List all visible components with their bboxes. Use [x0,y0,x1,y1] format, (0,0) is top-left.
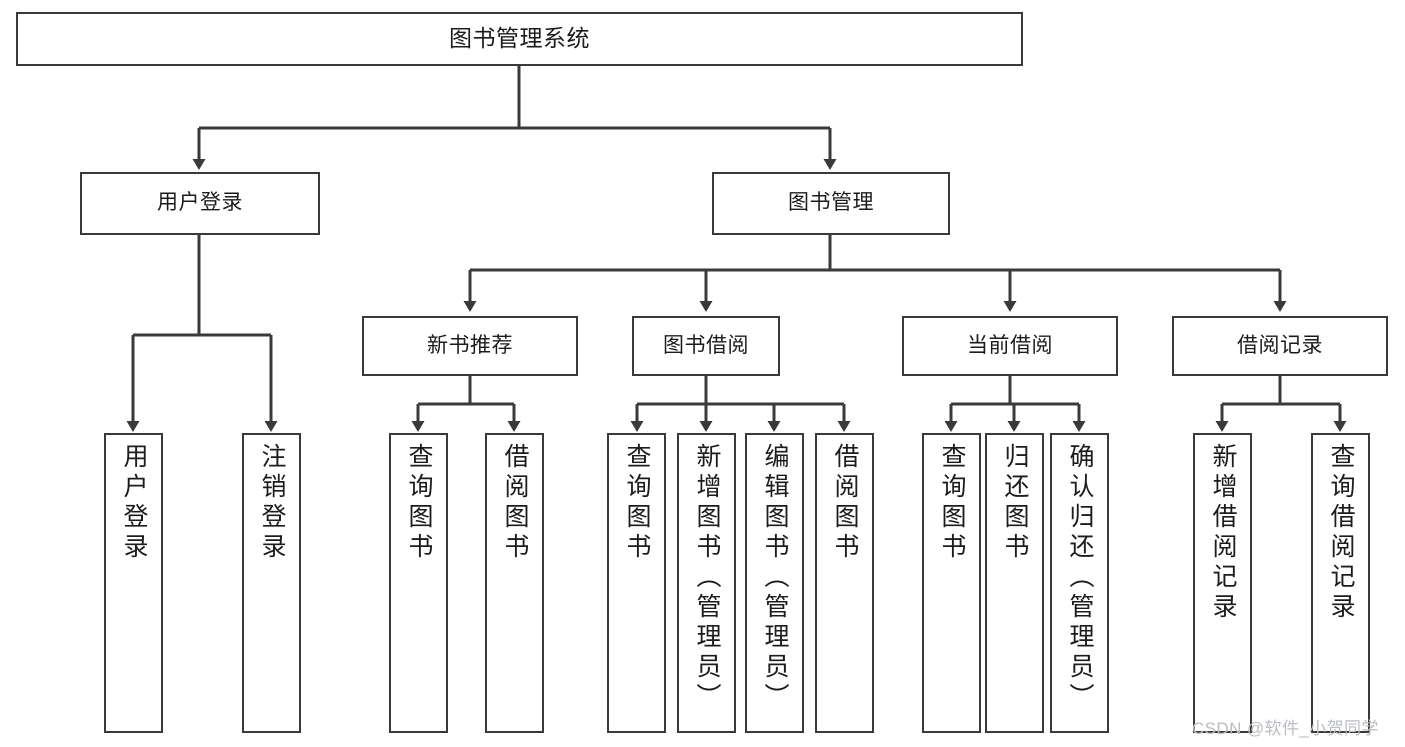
node-leaf-confirm-return-admin[interactable]: 确认归还（管理员） [1050,433,1109,733]
node-leaf-logout-login[interactable]: 注销登录 [242,433,301,733]
node-leaf-add-borrow-record[interactable]: 新增借阅记录 [1193,433,1252,733]
node-borrow-record[interactable]: 借阅记录 [1172,316,1388,376]
node-current-borrow-label: 当前借阅 [967,333,1053,357]
node-leaf-edit-book-admin-label: 编辑图书（管理员） [761,443,789,713]
node-book-borrow[interactable]: 图书借阅 [632,316,780,376]
node-leaf-query-book-3-label: 查询图书 [938,443,966,563]
node-leaf-borrow-book-2[interactable]: 借阅图书 [815,433,874,733]
node-leaf-confirm-return-admin-label: 确认归还（管理员） [1066,443,1094,713]
node-root-label: 图书管理系统 [449,25,590,52]
node-leaf-query-book-1-label: 查询图书 [405,443,433,563]
node-leaf-logout-login-label: 注销登录 [258,443,286,563]
node-leaf-query-borrow-record-label: 查询借阅记录 [1327,443,1355,623]
node-leaf-user-login[interactable]: 用户登录 [104,433,163,733]
node-leaf-edit-book-admin[interactable]: 编辑图书（管理员） [745,433,804,733]
node-leaf-query-borrow-record[interactable]: 查询借阅记录 [1311,433,1370,733]
node-leaf-return-book[interactable]: 归还图书 [985,433,1044,733]
node-root[interactable]: 图书管理系统 [16,12,1023,66]
node-book-borrow-label: 图书借阅 [663,333,749,357]
node-leaf-borrow-book-1[interactable]: 借阅图书 [485,433,544,733]
node-leaf-query-book-2-label: 查询图书 [623,443,651,563]
node-book-manage-label: 图书管理 [788,191,874,215]
node-leaf-user-login-label: 用户登录 [120,443,148,563]
node-leaf-borrow-book-1-label: 借阅图书 [501,443,529,563]
node-book-manage[interactable]: 图书管理 [712,172,950,235]
node-current-borrow[interactable]: 当前借阅 [902,316,1118,376]
node-leaf-add-borrow-record-label: 新增借阅记录 [1209,443,1237,623]
csdn-watermark: CSDN @软件_小贺同学 [1192,719,1379,738]
node-leaf-query-book-1[interactable]: 查询图书 [389,433,448,733]
node-new-book-recommend-label: 新书推荐 [427,333,513,357]
node-leaf-query-book-3[interactable]: 查询图书 [922,433,981,733]
node-user-login-label: 用户登录 [157,191,243,215]
node-new-book-recommend[interactable]: 新书推荐 [362,316,578,376]
node-leaf-return-book-label: 归还图书 [1001,443,1029,563]
node-user-login[interactable]: 用户登录 [80,172,320,235]
node-leaf-query-book-2[interactable]: 查询图书 [607,433,666,733]
node-borrow-record-label: 借阅记录 [1237,333,1323,357]
node-leaf-add-book-admin-label: 新增图书（管理员） [693,443,721,713]
node-leaf-borrow-book-2-label: 借阅图书 [831,443,859,563]
node-leaf-add-book-admin[interactable]: 新增图书（管理员） [677,433,736,733]
